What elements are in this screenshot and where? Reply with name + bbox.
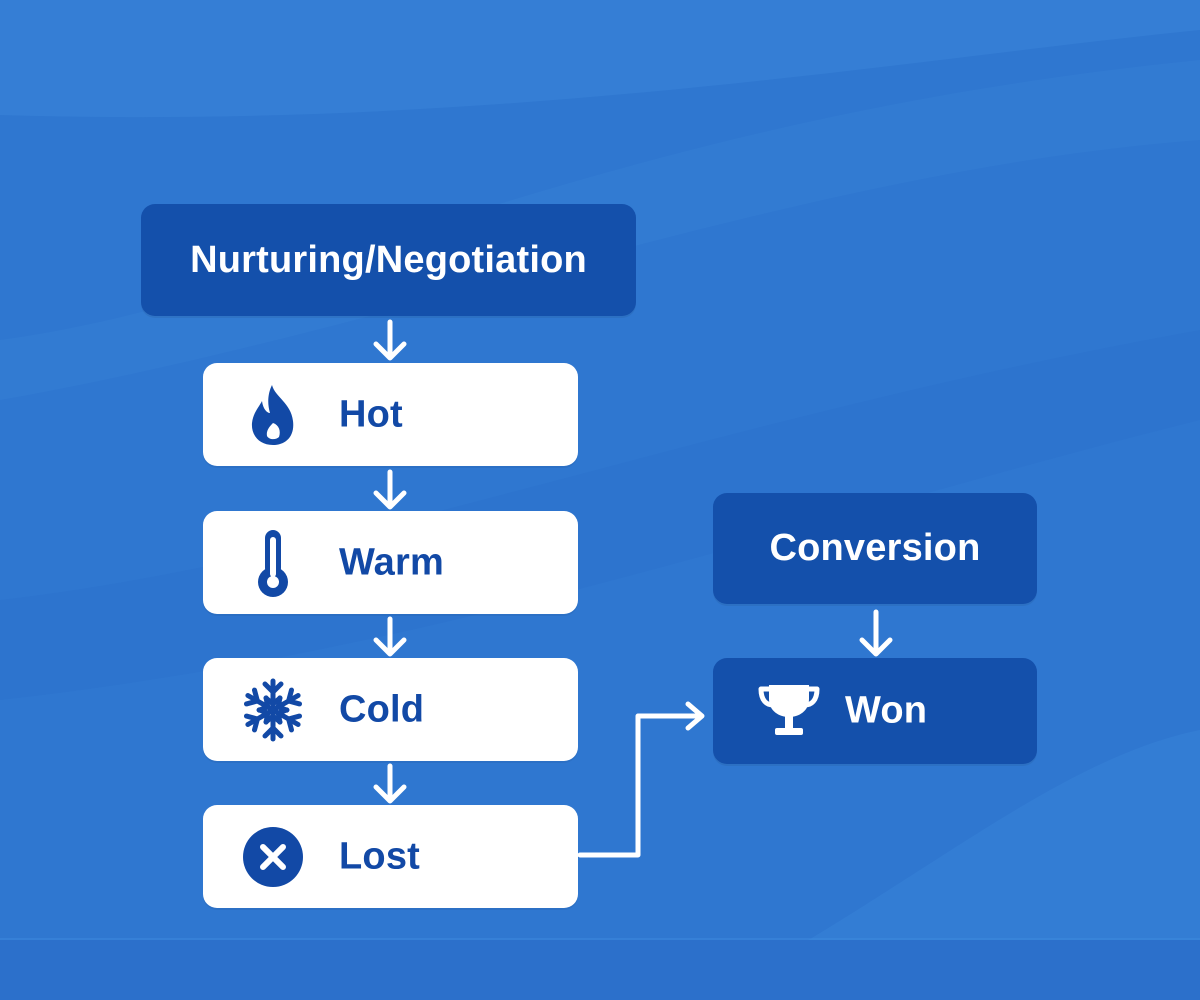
snowflake-icon xyxy=(237,674,309,746)
stage-lost-node: Lost xyxy=(203,805,578,908)
stage-lost-label: Lost xyxy=(339,835,421,877)
stage-hot-node: Hot xyxy=(203,363,578,466)
flame-icon xyxy=(237,379,309,451)
stage-hot-label: Hot xyxy=(339,393,403,435)
won-node: Won xyxy=(713,658,1037,764)
stage-warm-node: Warm xyxy=(203,511,578,614)
stage-cold-label: Cold xyxy=(339,688,425,730)
stage-warm-label: Warm xyxy=(339,541,444,583)
nurturing-negotiation-node: Nurturing/Negotiation xyxy=(141,204,636,316)
won-label: Won xyxy=(845,689,928,732)
thermometer-icon xyxy=(237,527,309,599)
conversion-label: Conversion xyxy=(769,527,981,569)
x-circle-icon xyxy=(237,821,309,893)
conversion-node: Conversion xyxy=(713,493,1037,604)
trophy-icon xyxy=(753,675,825,747)
stage-cold-node: Cold xyxy=(203,658,578,761)
nurturing-negotiation-label: Nurturing/Negotiation xyxy=(190,238,587,281)
